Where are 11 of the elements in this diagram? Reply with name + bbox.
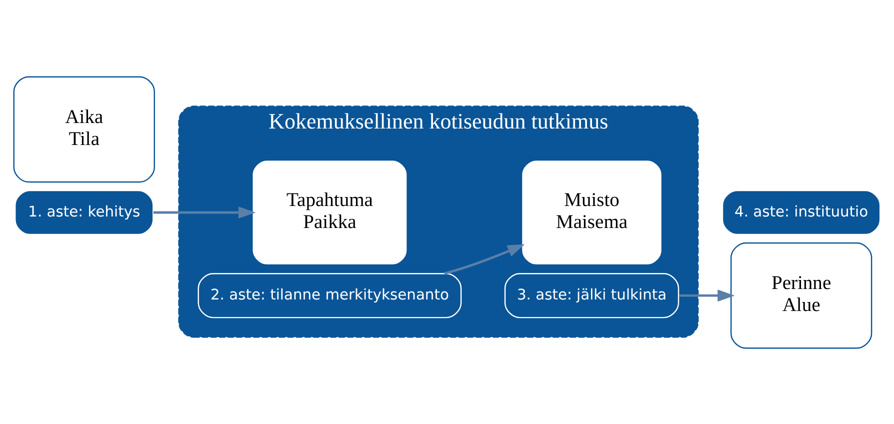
node-box: Aika Tila	[13, 76, 155, 182]
arrow	[444, 244, 525, 274]
arrow	[679, 289, 735, 302]
node-box: Tapahtuma Paikka	[252, 158, 408, 266]
node-box: 3. aste: jälki tulkinta	[504, 272, 680, 318]
node-box: 2. aste: tilanne merkityksenanto	[198, 272, 462, 318]
node-box: Perinne Alue	[730, 242, 872, 348]
node-box: Muisto Maisema	[520, 158, 663, 266]
arrow	[153, 206, 256, 218]
node-box: 4. aste: instituutio	[722, 189, 881, 235]
node-box: 1. aste: kehitys	[14, 189, 154, 235]
